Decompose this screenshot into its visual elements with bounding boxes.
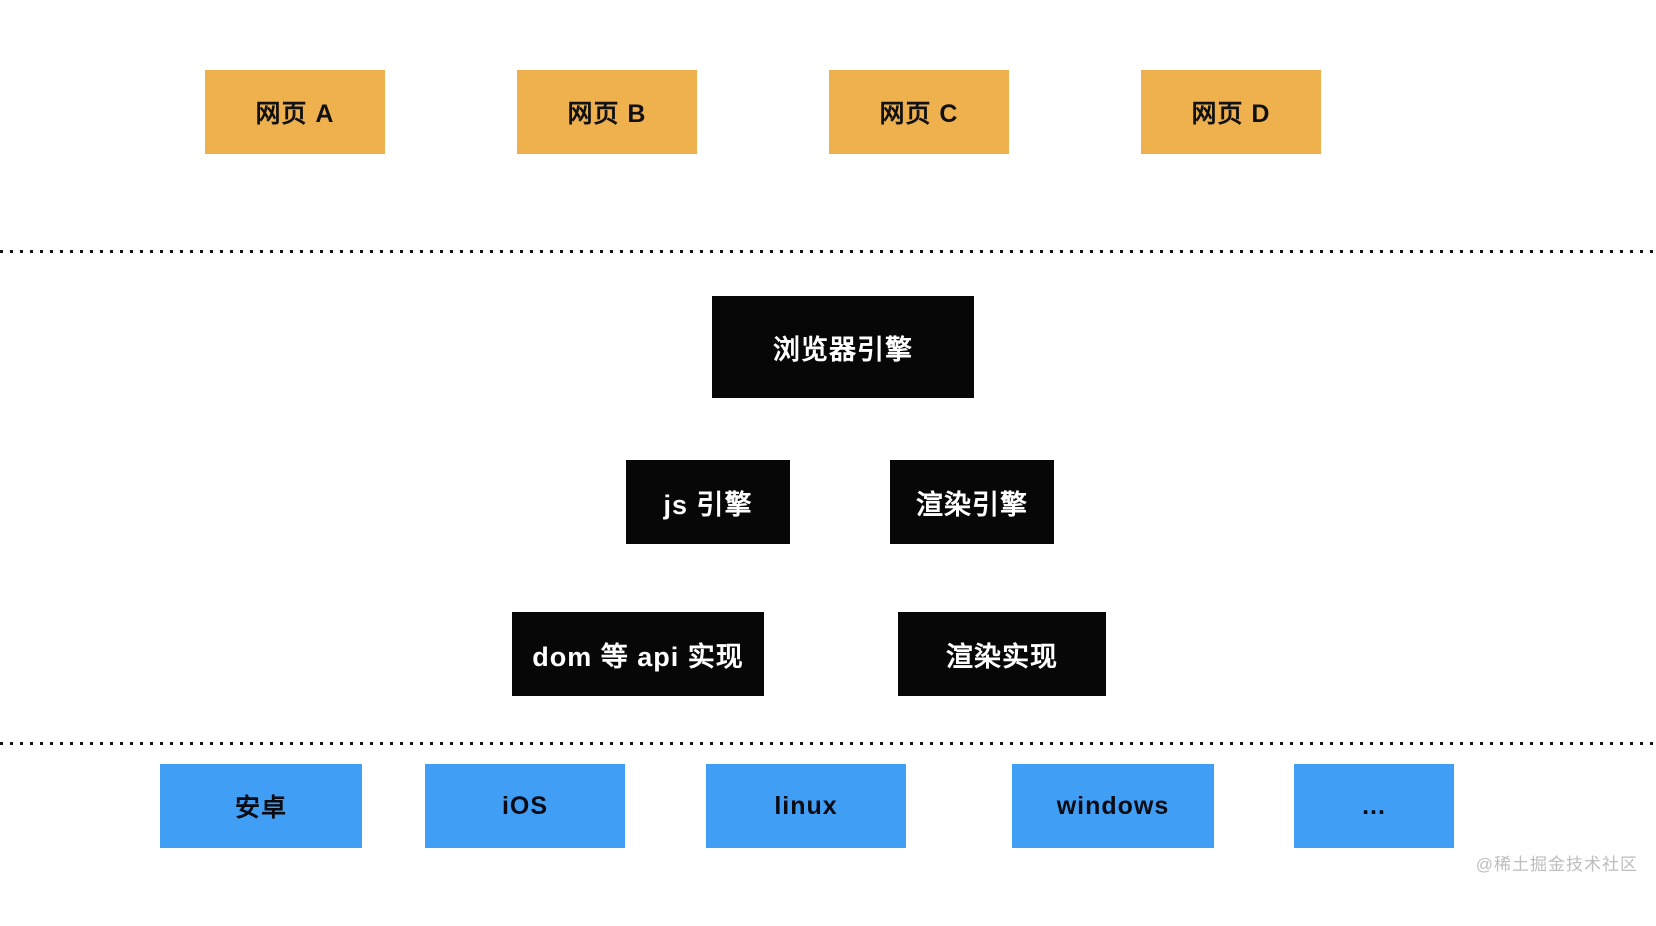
- js-engine-label: js 引擎: [663, 489, 753, 520]
- top-dotted-separator: [0, 250, 1656, 253]
- os-ios-label: iOS: [501, 791, 549, 820]
- os-linux-label: linux: [774, 791, 838, 820]
- webpage-a-label: 网页 A: [255, 100, 335, 128]
- webpage-c-label: 网页 C: [879, 100, 959, 128]
- webpage-b-label: 网页 B: [567, 100, 647, 128]
- webpage-b-box: 网页 B: [517, 70, 697, 154]
- render-engine-box: 渲染引擎: [890, 460, 1054, 544]
- render-engine-label: 渲染引擎: [916, 489, 1028, 520]
- os-more-label: ...: [1362, 791, 1386, 820]
- os-more-box: ...: [1294, 764, 1454, 848]
- js-engine-box: js 引擎: [626, 460, 790, 544]
- render-implementation-box: 渲染实现: [898, 612, 1106, 696]
- render-implementation-label: 渲染实现: [946, 641, 1058, 672]
- os-android-box: 安卓: [160, 764, 362, 848]
- os-windows-label: windows: [1056, 791, 1170, 820]
- os-windows-box: windows: [1012, 764, 1214, 848]
- dom-api-implementation-label: dom 等 api 实现: [532, 641, 744, 672]
- webpage-d-label: 网页 D: [1191, 100, 1271, 128]
- os-ios-box: iOS: [425, 764, 625, 848]
- browser-engine-label: 浏览器引擎: [773, 334, 913, 365]
- webpage-a-box: 网页 A: [205, 70, 385, 154]
- webpage-c-box: 网页 C: [829, 70, 1009, 154]
- bottom-dotted-separator: [0, 742, 1656, 745]
- os-android-label: 安卓: [234, 794, 287, 822]
- webpage-d-box: 网页 D: [1141, 70, 1321, 154]
- watermark: @稀土掘金技术社区: [1475, 855, 1638, 874]
- os-linux-box: linux: [706, 764, 906, 848]
- dom-api-implementation-box: dom 等 api 实现: [512, 612, 764, 696]
- browser-engine-box: 浏览器引擎: [712, 296, 974, 398]
